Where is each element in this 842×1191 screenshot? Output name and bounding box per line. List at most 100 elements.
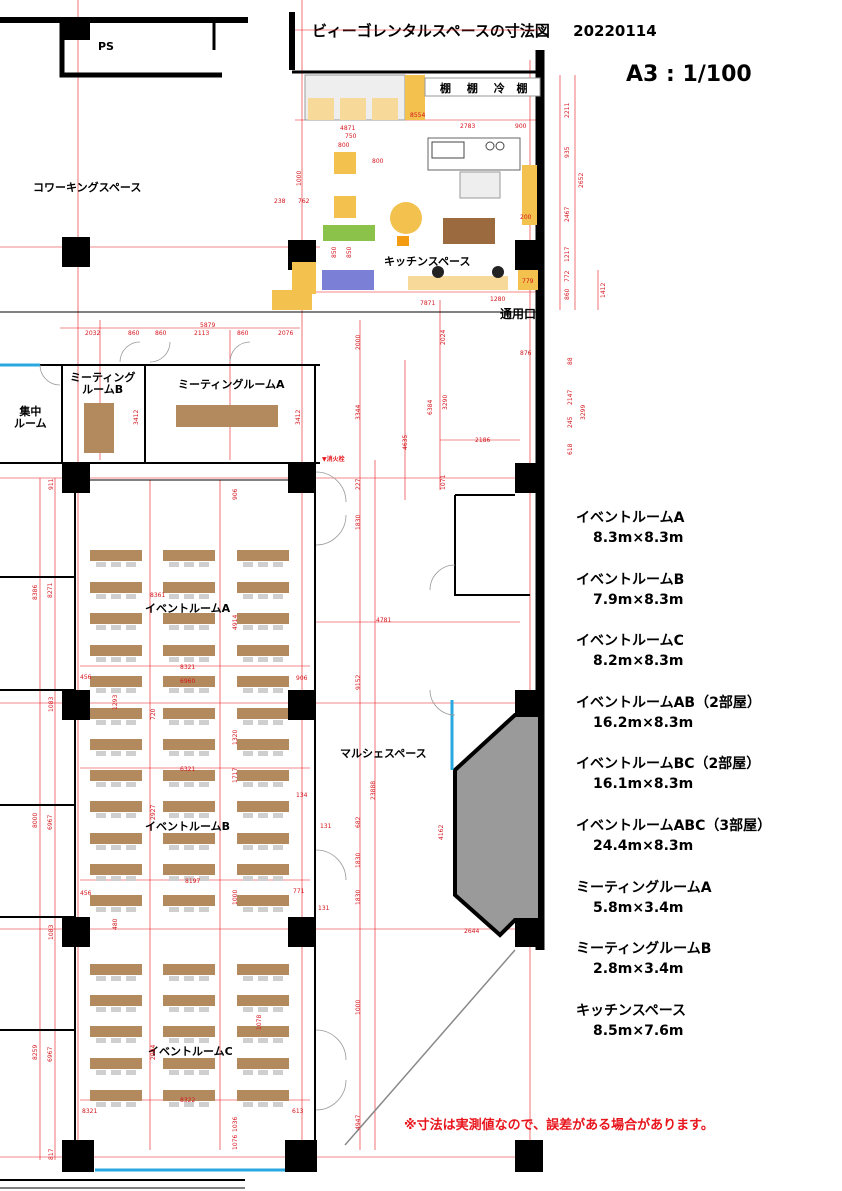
dimension-label: 906 (232, 488, 239, 500)
event-desk (90, 739, 142, 750)
event-chair (199, 845, 209, 850)
meeting-room-b-label: ミーティング ルームB (70, 372, 135, 396)
event-chair (243, 1007, 253, 1012)
event-chair (111, 845, 121, 850)
event-desk (163, 708, 215, 719)
event-desk (237, 770, 289, 781)
event-chair (126, 562, 136, 567)
event-desk (90, 708, 142, 719)
event-chair (243, 688, 253, 693)
title-text: ビィーゴレンタルスペースの寸法図 (312, 22, 550, 40)
event-chair (243, 907, 253, 912)
event-chair (126, 657, 136, 662)
event-chair (243, 976, 253, 981)
event-desk (90, 964, 142, 975)
dimension-label: 800 (372, 158, 384, 165)
room-dims: 16.1m×8.3m (593, 776, 694, 793)
event-desk (237, 833, 289, 844)
dimension-label: 1830 (355, 514, 362, 530)
event-chair (169, 688, 179, 693)
event-chair (169, 657, 179, 662)
event-chair (243, 845, 253, 850)
event-chair (199, 813, 209, 818)
event-chair (111, 1038, 121, 1043)
event-chair (126, 845, 136, 850)
dimension-label: 779 (522, 278, 534, 285)
dimension-label: 613 (292, 1108, 304, 1115)
dimension-label: 1076 (232, 1134, 239, 1150)
kitchen-shelf-labels: 棚 棚 冷 棚 (440, 80, 528, 96)
columns (62, 20, 543, 1172)
guide-lines (0, 0, 599, 1170)
event-desk (163, 964, 215, 975)
shelf-label-1: 棚 (440, 82, 451, 95)
room-name: イベントルームB (576, 571, 685, 588)
dimension-label: 3344 (355, 404, 362, 420)
event-chair (111, 720, 121, 725)
event-room-a-label: イベントルームA (145, 602, 231, 615)
event-chair (96, 976, 106, 981)
event-chair (258, 813, 268, 818)
event-desk (163, 1090, 215, 1101)
room-item: イベントルームB 7.9m×8.3m (576, 570, 836, 632)
dimension-label: 5879 (200, 322, 216, 329)
event-chair (111, 657, 121, 662)
dimension-label: 1000 (355, 999, 362, 1015)
dimension-label: 2467 (564, 206, 571, 222)
event-chair (258, 1102, 268, 1107)
windows (0, 363, 454, 1172)
event-desk (163, 1026, 215, 1037)
event-desk (163, 995, 215, 1006)
dimension-label: 1083 (48, 924, 55, 940)
event-chair (126, 813, 136, 818)
event-chair (243, 1070, 253, 1075)
kitchen-furniture (272, 74, 541, 310)
event-chair (169, 907, 179, 912)
event-desk (163, 770, 215, 781)
room-item: ミーティングルームA 5.8m×3.4m (576, 878, 836, 940)
event-chair (199, 688, 209, 693)
dimension-label: 1830 (355, 852, 362, 868)
event-chair (184, 976, 194, 981)
event-chair (273, 751, 283, 756)
event-chair (273, 688, 283, 693)
event-chair (169, 1102, 179, 1107)
event-chair (199, 751, 209, 756)
event-chair (273, 1070, 283, 1075)
room-item: ミーティングルームB 2.8m×3.4m (576, 939, 836, 1001)
title-date: 20220114 (573, 22, 657, 40)
event-chair (96, 1070, 106, 1075)
room-dims: 7.9m×8.3m (593, 591, 684, 608)
event-chair (184, 1070, 194, 1075)
event-chair (184, 720, 194, 725)
event-room-c-label: イベントルームC (148, 1045, 233, 1058)
dimension-label: 88 (567, 357, 574, 365)
dimension-label: 900 (515, 123, 527, 130)
coworking-label: コワーキングスペース (33, 181, 142, 194)
event-chair (184, 562, 194, 567)
event-chair (273, 594, 283, 599)
event-desk (237, 801, 289, 812)
dimension-label: 860 (155, 330, 167, 337)
dimension-label: 682 (355, 816, 362, 828)
event-desk (163, 739, 215, 750)
shelf-label-3: 冷 (493, 82, 505, 95)
event-chair (169, 562, 179, 567)
event-chair (199, 1102, 209, 1107)
event-chair (199, 782, 209, 787)
room-name: イベントルームBC（2部屋） (576, 756, 761, 773)
event-chair (184, 876, 194, 881)
door-swings (39, 341, 456, 1111)
dimension-label: 131 (318, 905, 330, 912)
dimension-label: 4162 (438, 824, 445, 840)
event-chair (199, 1070, 209, 1075)
dimension-label: 1000 (296, 170, 303, 186)
event-chair (184, 688, 194, 693)
dimension-label: 2783 (460, 123, 476, 130)
room-name: イベントルームABC（3部屋） (576, 817, 772, 834)
dimension-label: 2113 (194, 330, 210, 337)
dimension-label: 480 (112, 918, 119, 930)
room-name: イベントルームA (576, 510, 685, 526)
dimension-label: 2652 (578, 172, 585, 188)
event-chair (126, 782, 136, 787)
